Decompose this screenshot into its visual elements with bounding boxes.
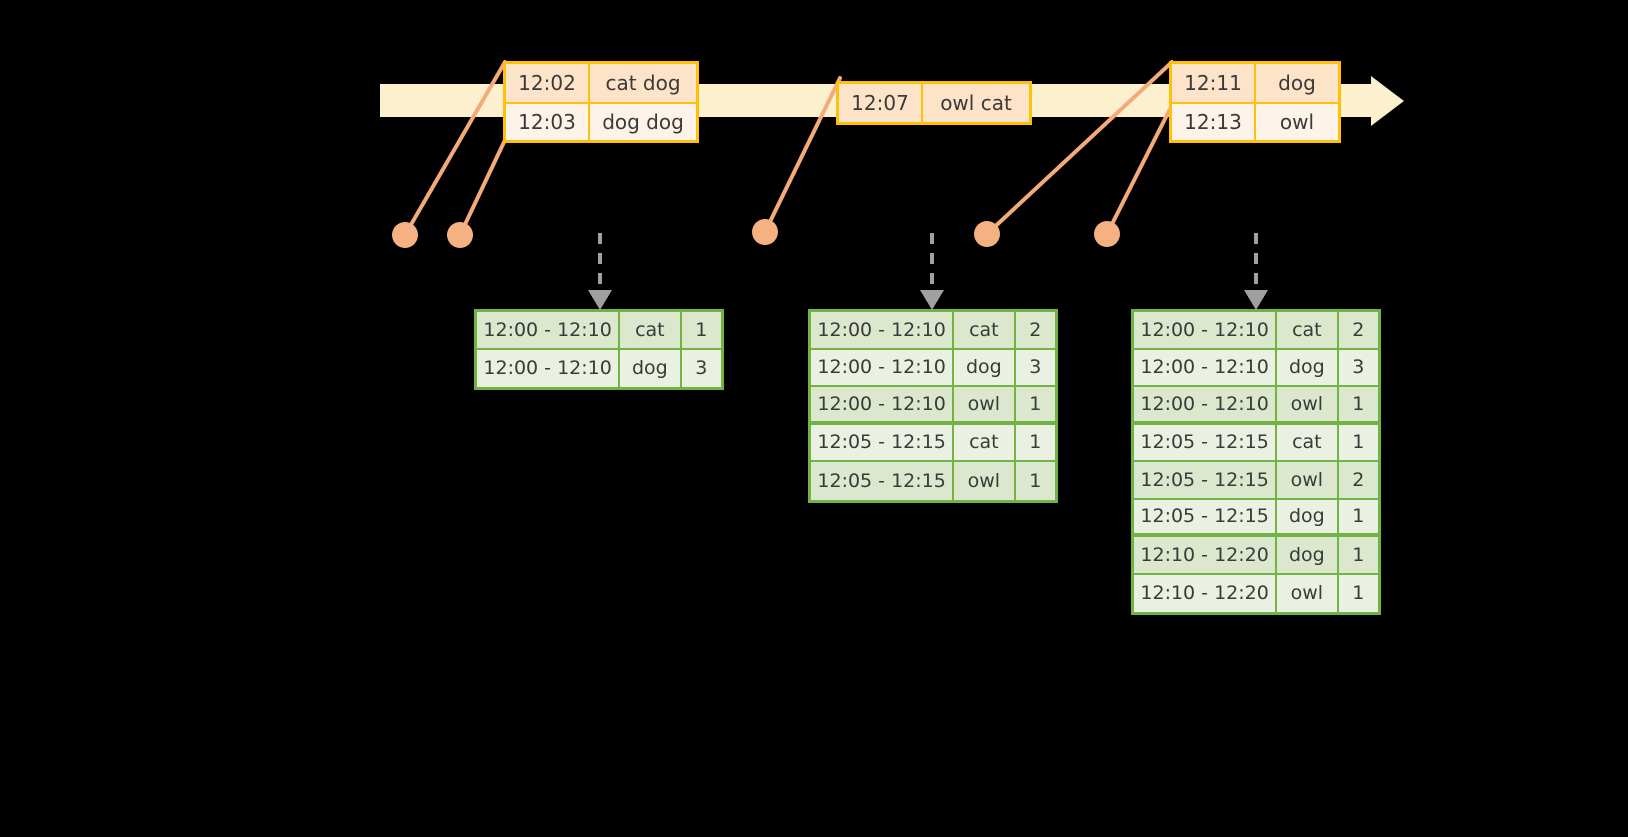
event-time: 12:07 [839, 84, 923, 122]
drop-arrow-head-2 [920, 290, 944, 310]
event-row: 12:03 dog dog [506, 102, 696, 140]
cell-word: cat [620, 312, 682, 348]
cell-window: 12:05 - 12:15 [1134, 462, 1278, 498]
cell-window: 12:00 - 12:10 [811, 349, 955, 385]
cell-window: 12:10 - 12:20 [1134, 537, 1278, 573]
connector-5 [1105, 103, 1174, 236]
cell-word: cat [1277, 424, 1339, 460]
event-dot-4 [974, 221, 1000, 247]
cell-word: dog [1277, 499, 1339, 533]
event-dot-2 [447, 222, 473, 248]
cell-count: 3 [1015, 349, 1055, 385]
cell-word: cat [954, 312, 1016, 348]
event-time: 12:13 [1172, 104, 1256, 140]
event-row: 12:13 owl [1172, 102, 1338, 140]
cell-window: 12:10 - 12:20 [1134, 574, 1278, 612]
cell-window: 12:00 - 12:10 [477, 349, 621, 387]
cell-count: 1 [1338, 574, 1378, 612]
cell-window: 12:00 - 12:10 [477, 312, 621, 348]
cell-window: 12:00 - 12:10 [1134, 387, 1278, 421]
cell-word: cat [954, 424, 1016, 460]
cell-count: 1 [1015, 424, 1055, 460]
cell-count: 1 [1338, 424, 1378, 460]
cell-window: 12:00 - 12:10 [811, 312, 955, 348]
event-row: 12:07 owl cat [839, 84, 1029, 122]
drop-arrow-head-1 [588, 290, 612, 310]
event-value: cat dog [590, 64, 696, 102]
cell-window: 12:00 - 12:10 [1134, 312, 1278, 348]
cell-count: 2 [1015, 312, 1055, 348]
cell-word: owl [1277, 387, 1339, 421]
cell-count: 1 [1338, 537, 1378, 573]
event-box-2: 12:07 owl cat [836, 81, 1032, 125]
event-value: dog [1256, 64, 1338, 102]
event-value: owl cat [923, 84, 1029, 122]
cell-word: cat [1277, 312, 1339, 348]
event-value: owl [1256, 104, 1338, 140]
cell-window: 12:05 - 12:15 [811, 424, 955, 460]
cell-window: 12:05 - 12:15 [1134, 499, 1278, 533]
cell-word: dog [620, 349, 682, 387]
event-dot-3 [752, 219, 778, 245]
cell-word: dog [1277, 349, 1339, 385]
cell-window: 12:00 - 12:10 [1134, 349, 1278, 385]
cell-count: 1 [1015, 462, 1055, 500]
cell-count: 3 [681, 349, 721, 387]
event-dot-5 [1094, 221, 1120, 247]
cell-window: 12:05 - 12:15 [811, 462, 955, 500]
drop-arrow-head-3 [1244, 290, 1268, 310]
connector-2 [458, 138, 507, 237]
cell-window: 12:05 - 12:15 [1134, 424, 1278, 460]
cell-window: 12:00 - 12:10 [811, 387, 955, 421]
event-dot-1 [392, 222, 418, 248]
cell-count: 1 [1015, 387, 1055, 421]
cell-word: owl [1277, 574, 1339, 612]
cell-word: owl [954, 387, 1016, 421]
event-row: 12:11 dog [1172, 64, 1338, 102]
event-box-3: 12:11 dog 12:13 owl [1169, 61, 1341, 143]
cell-count: 2 [1338, 312, 1378, 348]
cell-count: 1 [1338, 387, 1378, 421]
event-time: 12:11 [1172, 64, 1256, 102]
cell-count: 1 [681, 312, 721, 348]
cell-count: 2 [1338, 462, 1378, 498]
event-value: dog dog [590, 104, 696, 140]
timeline-arrowhead [1371, 76, 1404, 126]
cell-count: 1 [1338, 499, 1378, 533]
event-row: 12:02 cat dog [506, 64, 696, 102]
event-box-1: 12:02 cat dog 12:03 dog dog [503, 61, 699, 143]
cell-word: owl [954, 462, 1016, 500]
cell-word: dog [1277, 537, 1339, 573]
cell-word: dog [954, 349, 1016, 385]
event-time: 12:02 [506, 64, 590, 102]
cell-word: owl [1277, 462, 1339, 498]
cell-count: 3 [1338, 349, 1378, 385]
event-time: 12:03 [506, 104, 590, 140]
